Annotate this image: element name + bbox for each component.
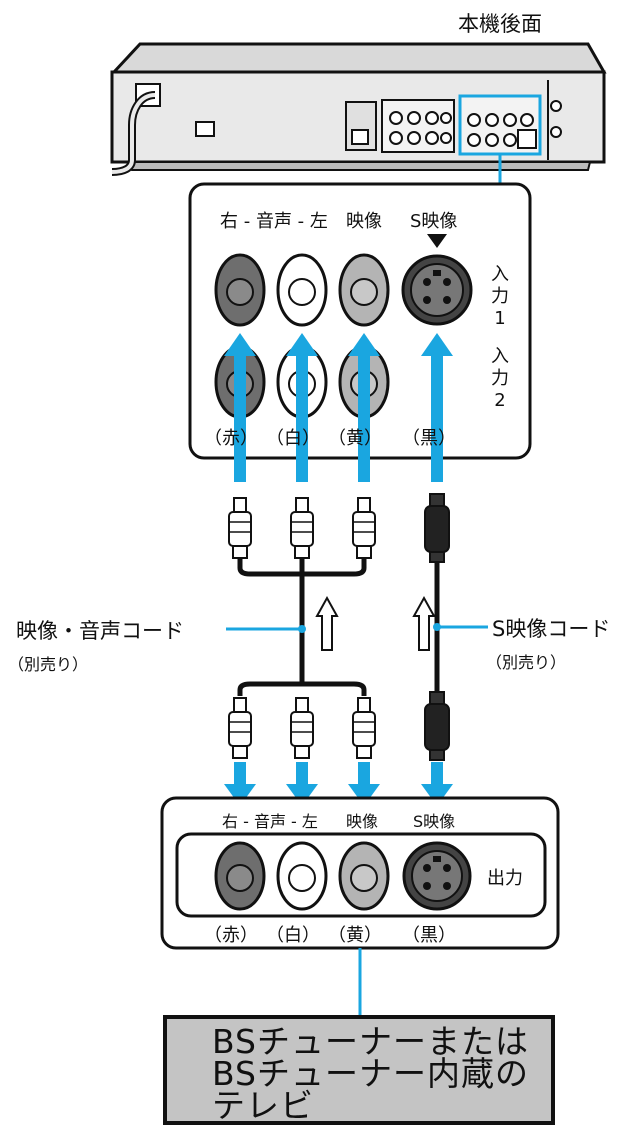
output-header-svideo: S映像 [413, 812, 456, 831]
av-cable [237, 558, 367, 696]
input-color-yellow: （黄） [328, 428, 382, 449]
upper-s-plug [424, 493, 450, 563]
down-arrows [224, 762, 453, 806]
lower-av-plugs [228, 697, 376, 759]
input1-jacks [214, 234, 473, 327]
output-color-white: （白） [266, 925, 320, 946]
tuner-line-3: テレビ [212, 1086, 314, 1125]
av-cable-label: 映像・音声コード [16, 619, 184, 643]
device-rear [110, 42, 607, 184]
input-header-video: 映像 [346, 211, 382, 232]
input-color-black: （黒） [402, 428, 456, 449]
input-color-red: （赤） [204, 428, 258, 449]
s-cable-note: （別売り） [486, 653, 567, 672]
output-label: 出力 [487, 868, 523, 889]
output-jacks [214, 841, 472, 911]
tuner-box: BSチューナーまたは BSチューナー内蔵の テレビ [163, 1015, 555, 1125]
output-header-video: 映像 [346, 812, 379, 831]
tuner-line-1: BSチューナーまたは [212, 1022, 530, 1061]
av-direction-arrow [315, 595, 339, 651]
input-header-svideo: S映像 [410, 211, 458, 232]
av-cable-note: （別売り） [8, 655, 89, 674]
output-color-red: （赤） [204, 925, 258, 946]
s-direction-arrow [412, 595, 436, 651]
upper-av-plugs [228, 497, 376, 559]
tuner-line-2: BSチューナー内蔵の [212, 1054, 530, 1093]
output-color-yellow: （黄） [328, 925, 382, 946]
s-cable-label: S映像コード [492, 617, 611, 641]
output-header-audio: 右 - 音声 - 左 [222, 812, 318, 831]
output-color-black: （黒） [402, 925, 456, 946]
input-color-white: （白） [266, 428, 320, 449]
lower-s-plug [424, 691, 450, 761]
up-arrows [224, 333, 453, 482]
device-rear-label: 本機後面 [458, 12, 542, 36]
input-header-audio: 右 - 音声 - 左 [220, 211, 328, 232]
